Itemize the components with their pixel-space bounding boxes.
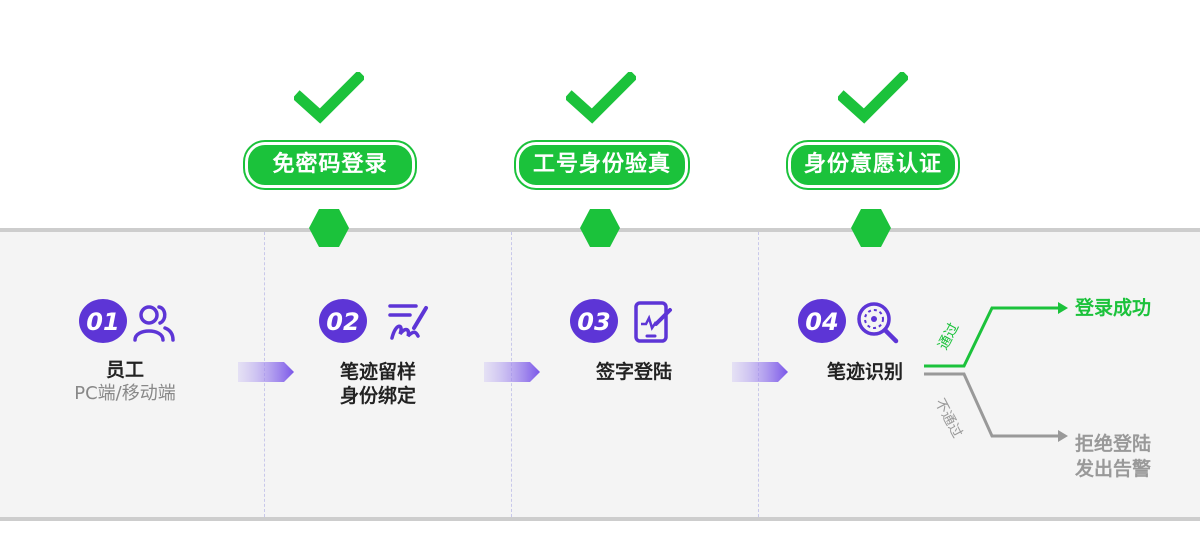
step-title: 签字登陆	[595, 361, 672, 383]
svg-text:01: 01	[86, 308, 119, 336]
check-icon	[566, 72, 636, 124]
check-icon	[838, 72, 908, 124]
users-icon	[133, 305, 175, 342]
success-outcome: 登录成功	[1075, 297, 1152, 319]
decision-branches	[924, 306, 1060, 438]
step-label-3: 签字登陆	[574, 360, 694, 384]
success-arrow	[1010, 302, 1068, 314]
failure-line-2: 发出告警	[1075, 458, 1152, 480]
verification-pill-1: 免密码登录	[245, 142, 415, 188]
step-label-2: 笔迹留样 身份绑定	[318, 360, 438, 408]
step-title: 笔迹识别	[826, 361, 903, 383]
step-number-badge-01: 01	[79, 299, 127, 343]
step-title: 笔迹留样	[339, 361, 416, 383]
verification-pill-3: 身份意愿认证	[788, 142, 958, 188]
hexagon-marker	[309, 209, 349, 247]
failure-arrow	[1010, 430, 1068, 442]
tablet-sign-icon	[634, 301, 672, 343]
check-icon	[294, 72, 364, 124]
step-number-badge-02: 02	[319, 299, 367, 343]
verification-pill-2: 工号身份验真	[516, 142, 688, 188]
step-label-1: 员工 PC端/移动端	[60, 358, 190, 406]
signature-icon	[388, 304, 428, 340]
step-label-4: 笔迹识别	[805, 360, 925, 384]
step-title-line2: 身份绑定	[339, 385, 416, 407]
step-title: 员工	[105, 359, 144, 381]
svg-text:02: 02	[326, 308, 359, 336]
flow-arrow	[732, 362, 788, 382]
flow-arrow	[238, 362, 294, 382]
failure-line-1: 拒绝登陆	[1075, 433, 1152, 455]
failure-outcome: 拒绝登陆 发出告警	[1075, 432, 1151, 482]
hexagon-marker	[851, 209, 891, 247]
svg-text:04: 04	[805, 308, 838, 336]
flow-arrow	[484, 362, 540, 382]
svg-text:03: 03	[577, 308, 610, 336]
step-number-badge-04: 04	[798, 299, 846, 343]
search-analyze-icon	[857, 302, 899, 344]
hexagon-marker	[580, 209, 620, 247]
step-subtitle: PC端/移动端	[74, 383, 176, 404]
step-number-badge-03: 03	[570, 299, 618, 343]
